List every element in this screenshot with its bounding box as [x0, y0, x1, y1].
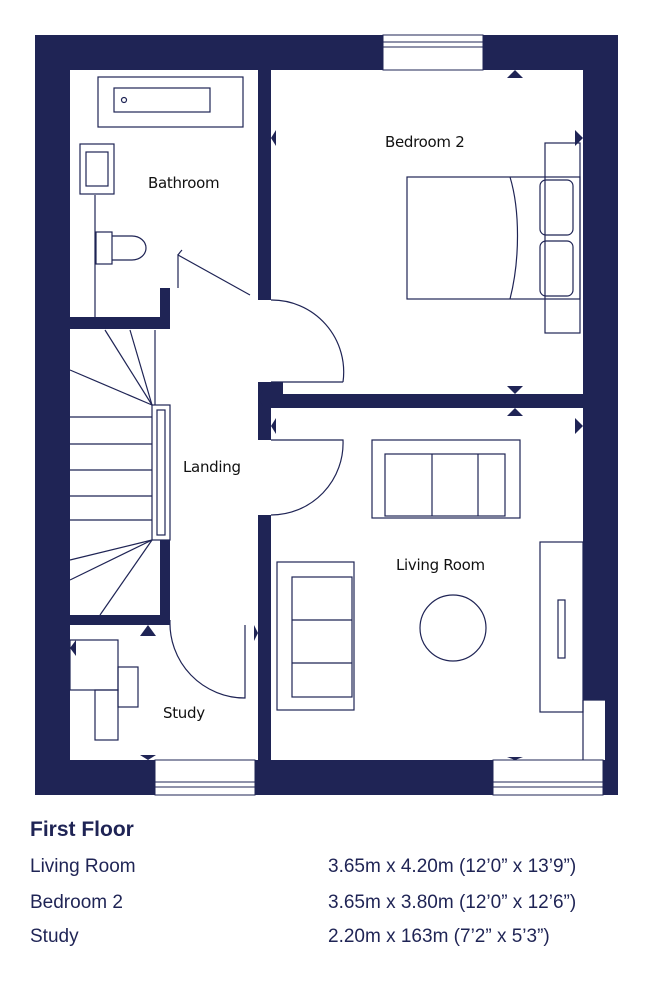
- sideboard: [539, 541, 584, 713]
- wall-bath-bottom-stub: [160, 288, 170, 328]
- bed: [406, 176, 581, 300]
- bath: [97, 76, 244, 128]
- fixtures: [69, 76, 605, 760]
- walls: [35, 35, 618, 795]
- wall-bed-living: [271, 394, 583, 408]
- legend-room-name: Living Room: [30, 856, 136, 877]
- legend-room-name: Bedroom 2: [30, 892, 123, 913]
- stairs: [69, 329, 156, 616]
- room-label-study: Study: [163, 704, 205, 722]
- legend-room-name: Study: [30, 926, 79, 947]
- legend-room-dims: 2.20m x 163m (7’2” x 5’3”): [328, 926, 550, 947]
- room-label-bedroom-2: Bedroom 2: [385, 133, 465, 151]
- sink: [79, 143, 115, 195]
- door-living: [270, 439, 344, 516]
- stair-banister: [151, 404, 171, 541]
- coffee-table: [419, 594, 487, 662]
- arrow-markers: [70, 70, 583, 760]
- windows: [154, 34, 604, 796]
- door-bedroom: [270, 299, 345, 383]
- door-study: [169, 619, 246, 699]
- wall-study-top: [70, 615, 170, 625]
- toilet: [95, 231, 113, 265]
- legend-room-dims: 3.65m x 4.20m (12’0” x 13’9”): [328, 856, 577, 877]
- room-label-landing: Landing: [183, 458, 241, 476]
- wall-landing-right-top: [258, 382, 271, 440]
- legend-room-dims: 3.65m x 3.80m (12’0” x 12’6”): [328, 892, 577, 913]
- wall-stairs-right: [160, 540, 170, 620]
- sofa-left: [276, 561, 355, 711]
- room-label-living-room: Living Room: [396, 556, 485, 574]
- outer-walls: [35, 35, 618, 795]
- wall-study-bottom-right: [258, 760, 271, 795]
- wall-landing-right-bottom: [258, 515, 271, 760]
- wall-bath-bed: [258, 70, 271, 300]
- window-living: [492, 759, 604, 796]
- door-bathroom: [177, 249, 251, 296]
- window-study: [154, 759, 256, 796]
- window-bedroom: [382, 34, 484, 71]
- room-label-bathroom: Bathroom: [148, 174, 220, 192]
- floor-plan: [35, 34, 618, 796]
- sofa-top: [371, 439, 521, 519]
- wall-bed-corner: [271, 382, 283, 408]
- wall-bath-bottom: [70, 317, 170, 329]
- legend-title: First Floor: [30, 818, 134, 841]
- desk: [69, 639, 119, 691]
